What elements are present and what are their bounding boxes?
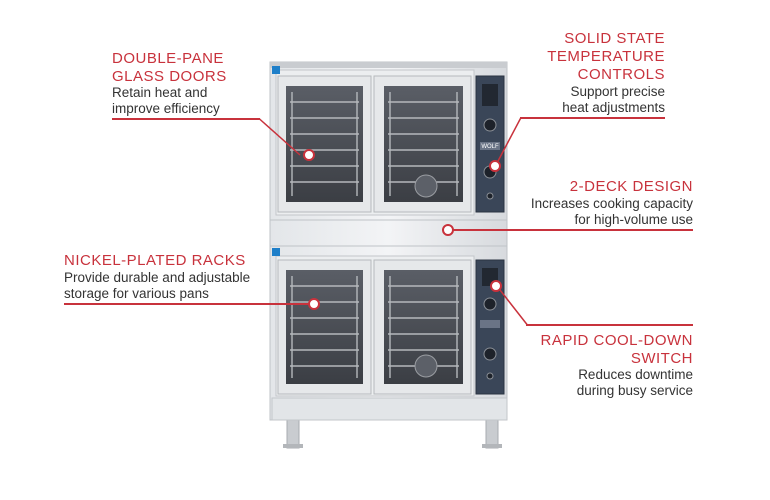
callout-line <box>526 324 693 326</box>
callout-title-line: TEMPERATURE <box>547 48 665 65</box>
callout-desc-line: Support precise <box>570 84 665 99</box>
oven-brand-label: WOLF <box>481 144 499 150</box>
callout-desc-line: Reduces downtime <box>578 367 693 382</box>
callout-line <box>452 229 693 231</box>
callout-title-line: DOUBLE-PANE <box>112 50 224 67</box>
callout-marker <box>303 149 315 161</box>
callout-title-line: SOLID STATE <box>564 30 665 47</box>
callout-desc-line: during busy service <box>576 383 693 398</box>
oven-leg-left <box>286 419 300 449</box>
callout-desc-line: storage for various pans <box>64 286 209 301</box>
callout-marker <box>490 280 502 292</box>
callout-desc-line: for high-volume use <box>574 212 693 227</box>
callout-line <box>520 117 665 119</box>
callout-title-line: 2-DECK DESIGN <box>569 178 693 195</box>
callout-title-line: CONTROLS <box>577 66 665 83</box>
callout-title-line: NICKEL-PLATED RACKS <box>64 252 246 269</box>
deck-separator <box>269 219 508 247</box>
callout-marker <box>489 160 501 172</box>
callout-title-line: RAPID COOL-DOWN <box>540 332 693 349</box>
oven-upper-deck <box>269 61 508 221</box>
oven-lower-deck <box>269 245 508 421</box>
callout-title-line: GLASS DOORS <box>112 68 227 85</box>
callout-marker <box>308 298 320 310</box>
callout-desc-line: Retain heat and <box>112 85 208 100</box>
callout-desc-line: improve efficiency <box>112 101 220 116</box>
callout-desc-line: heat adjustments <box>562 100 665 115</box>
callout-desc-line: Provide durable and adjustable <box>64 270 251 285</box>
callout-title-line: SWITCH <box>630 350 693 367</box>
callout-marker <box>442 224 454 236</box>
callout-desc-line: Increases cooking capacity <box>530 196 693 211</box>
callout-line <box>112 118 260 120</box>
callout-line <box>64 303 310 305</box>
oven-leg-right <box>485 419 499 449</box>
